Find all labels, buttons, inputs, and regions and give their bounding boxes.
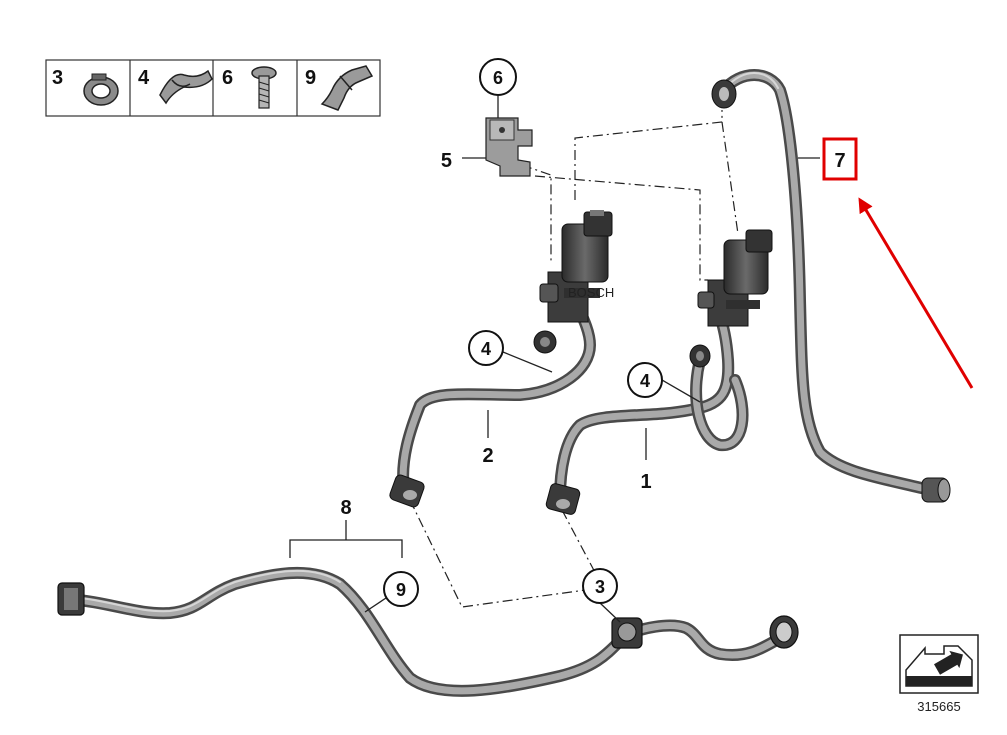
legend-item-9: 9: [305, 65, 374, 111]
bracket-clip-icon: [320, 65, 374, 111]
legend-number-9: 9: [305, 67, 316, 89]
callout-4-left: 4: [468, 330, 504, 366]
hose-8: [57, 566, 799, 697]
reference-badge: 315665: [899, 634, 979, 714]
legend-number-6: 6: [222, 67, 233, 89]
callout-8: 8: [340, 497, 351, 519]
hose-1: [545, 294, 749, 515]
right-purge-valve: [689, 229, 773, 368]
right-valve-vent-cap: [689, 344, 711, 368]
callout-4-right: 4: [627, 362, 663, 398]
hose-clamp-ring-icon: [83, 73, 119, 106]
legend-number-3: 3: [52, 67, 63, 89]
page-corner-arrow-icon: [905, 645, 973, 687]
callout-3-label: 3: [595, 577, 605, 597]
screw-icon: [251, 66, 277, 109]
mounting-bracket-5: [485, 117, 533, 177]
callout-1: 1: [640, 471, 651, 493]
legend-item-3: 3: [52, 67, 119, 106]
callout-7: 7: [834, 150, 845, 172]
legend-item-6: 6: [222, 66, 277, 109]
callout-4-left-label: 4: [481, 339, 491, 359]
callout-3: 3: [582, 568, 618, 604]
callout-6: 6: [479, 58, 517, 96]
hose-2-connector: [389, 474, 425, 508]
legend-number-4: 4: [138, 67, 150, 89]
assembly-lines: [409, 110, 739, 608]
legend-item-4: 4: [138, 67, 213, 105]
parts-legend: 3 4 6 9: [45, 59, 381, 117]
hose-7: [711, 69, 951, 503]
hose-8-left-connector: [57, 582, 85, 616]
left-valve-vent-cap: [533, 330, 557, 354]
left-purge-valve: BOSCH: [533, 210, 614, 354]
callout-9: 9: [383, 571, 419, 607]
callout-6-label: 6: [493, 68, 503, 88]
callout-7-highlight: 7: [822, 137, 858, 181]
svg-text:BOSCH: BOSCH: [568, 285, 614, 300]
hose-7-top-connector: [711, 79, 737, 109]
hose-8-right-connector: [769, 615, 799, 649]
callout-5: 5: [441, 150, 452, 172]
callout-9-label: 9: [396, 580, 406, 600]
callout-4-right-label: 4: [640, 371, 650, 391]
hose-2: [389, 294, 596, 508]
highlight-arrow: [858, 197, 974, 389]
hose-8-quick-connector: [611, 617, 643, 649]
hose-1-connector: [545, 483, 581, 515]
hose-7-end-connector: [921, 477, 951, 503]
reference-number: 315665: [917, 699, 960, 714]
leader-lines: [289, 96, 820, 623]
spring-clip-icon: [159, 69, 213, 105]
callout-2: 2: [482, 445, 493, 467]
